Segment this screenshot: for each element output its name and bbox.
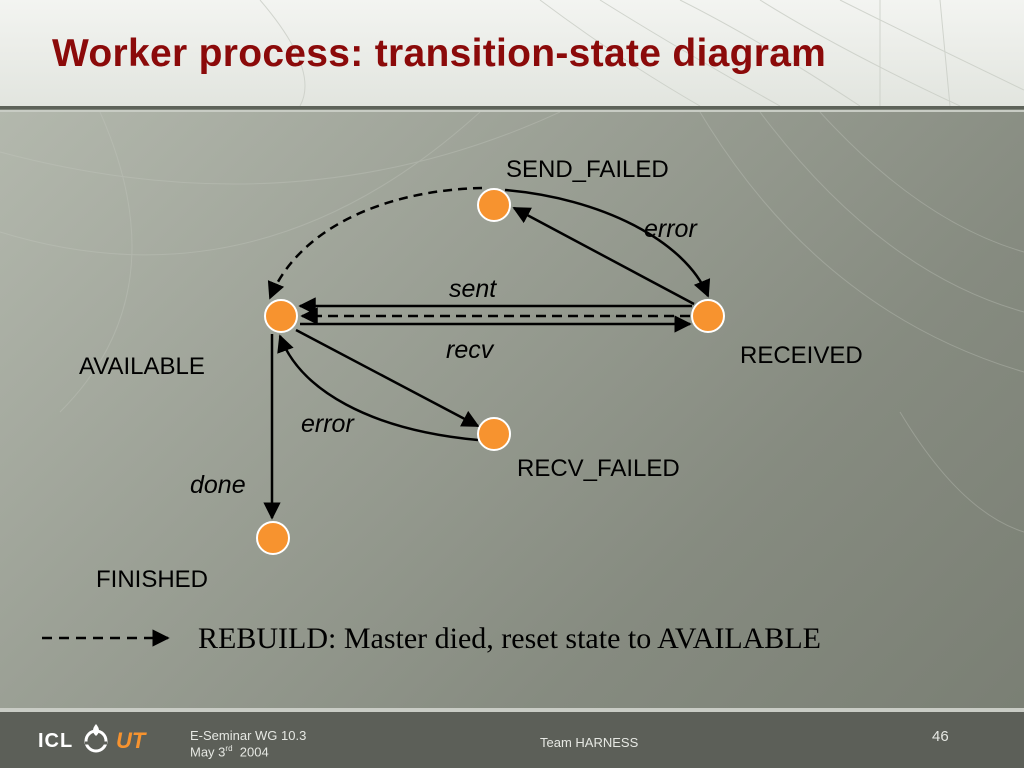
footer-date: May 3rd 2004 [190, 744, 269, 760]
label-recv: recv [446, 336, 495, 364]
node-send-failed [477, 188, 511, 222]
edge-error-recv-failed-to-available [277, 334, 479, 442]
logo-emblem-icon [84, 724, 108, 753]
node-finished [256, 521, 290, 555]
page-title: Worker process: transition-state diagram [52, 32, 827, 75]
label-error-top: error [644, 215, 698, 243]
label-send-failed: SEND_FAILED [506, 156, 669, 183]
slide-header: Worker process: transition-state diagram [0, 0, 1024, 106]
edge-send-failed-to-received [504, 188, 711, 298]
header-divider [0, 106, 1024, 109]
ut-logo-text: UT [116, 728, 146, 753]
label-sent: sent [449, 275, 497, 303]
header-decoration [259, 0, 1024, 106]
edge-error-received-to-send-failed [512, 206, 695, 306]
icl-logo-text: ICL [38, 730, 74, 752]
node-available [264, 299, 298, 333]
header-divider-light [0, 110, 1024, 112]
label-finished: FINISHED [96, 566, 208, 593]
footer-seminar: E-Seminar WG 10.3 [190, 728, 307, 743]
icl-ut-logo: ICL UT [38, 720, 160, 760]
content-decoration [0, 112, 1024, 533]
footer-team: Team HARNESS [540, 735, 639, 750]
label-available: AVAILABLE [79, 353, 205, 380]
label-received: RECEIVED [740, 342, 863, 369]
legend-text: REBUILD: Master died, reset state to AVA… [198, 622, 821, 655]
footer-divider [0, 708, 1024, 712]
slide-footer: ICL UT E-Seminar WG 10.3 May 3rd 2004 Te… [0, 712, 1024, 768]
edge-rebuild-send-failed-to-available [267, 186, 483, 300]
edge-available-to-recv-failed [295, 328, 480, 428]
node-received [691, 299, 725, 333]
node-recv-failed [477, 417, 511, 451]
label-done: done [190, 471, 246, 499]
label-recv-failed: RECV_FAILED [517, 455, 680, 482]
label-error-bottom: error [301, 410, 355, 438]
slide-content [0, 112, 1024, 710]
page-number: 46 [932, 728, 949, 745]
